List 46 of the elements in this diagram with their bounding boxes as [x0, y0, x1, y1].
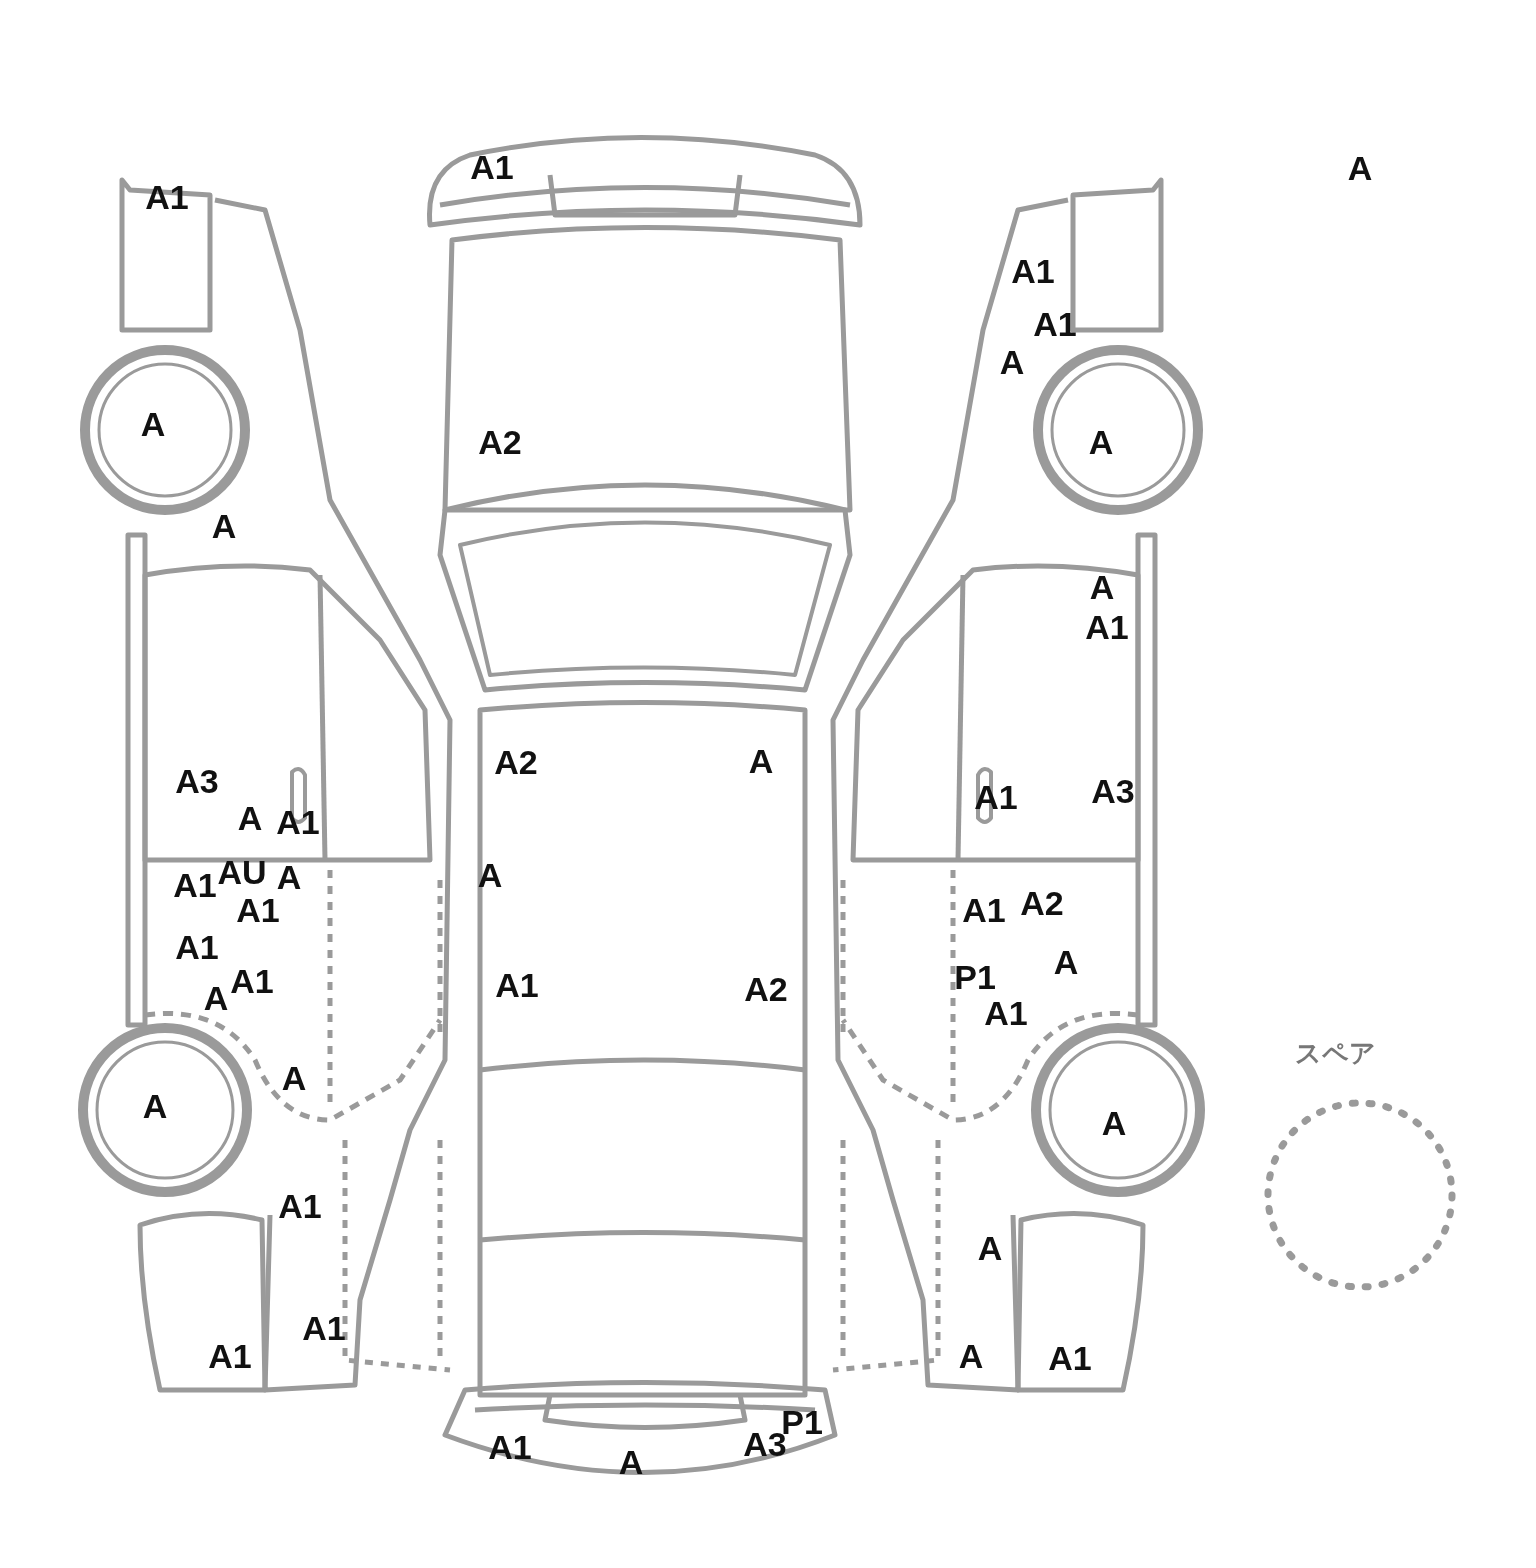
- damage-code: A1: [145, 180, 189, 214]
- damage-code: A1: [276, 805, 320, 839]
- damage-code: A: [142, 1089, 168, 1123]
- damage-code: A1: [173, 868, 217, 902]
- damage-code: A: [1089, 570, 1115, 604]
- damage-code: A3: [1091, 774, 1135, 808]
- damage-code: A1: [302, 1311, 346, 1345]
- damage-code: A: [958, 1339, 984, 1373]
- spare-tire-label: スペア: [1294, 1040, 1376, 1066]
- damage-code: A: [140, 407, 166, 441]
- damage-code: A1: [230, 964, 274, 998]
- damage-code: A: [618, 1445, 644, 1479]
- damage-code: A1: [278, 1189, 322, 1223]
- damage-code: A1: [175, 930, 219, 964]
- damage-code: A: [1101, 1106, 1127, 1140]
- damage-code: A: [748, 744, 774, 778]
- damage-code: A: [1053, 945, 1079, 979]
- damage-code: A: [237, 801, 263, 835]
- damage-code: A1: [1033, 307, 1077, 341]
- damage-code: A2: [494, 745, 538, 779]
- damage-code: A: [211, 509, 237, 543]
- damage-code: A1: [236, 893, 280, 927]
- damage-code: A1: [495, 968, 539, 1002]
- damage-code: A3: [175, 764, 219, 798]
- damage-code: A1: [208, 1339, 252, 1373]
- damage-code: A: [1088, 425, 1114, 459]
- damage-code: A1: [488, 1430, 532, 1464]
- damage-code: A: [477, 858, 503, 892]
- damage-code: A1: [1011, 254, 1055, 288]
- damage-code: A1: [1048, 1341, 1092, 1375]
- damage-code: P1: [954, 960, 996, 994]
- damage-code: A: [276, 860, 302, 894]
- damage-code: A: [281, 1061, 307, 1095]
- damage-code: A1: [962, 893, 1006, 927]
- damage-code: A2: [1020, 886, 1064, 920]
- damage-code: A: [977, 1231, 1003, 1265]
- damage-code: A2: [744, 972, 788, 1006]
- damage-code: A1: [470, 150, 514, 184]
- damage-code: A: [1347, 151, 1373, 185]
- damage-code: A: [203, 981, 229, 1015]
- damage-code: A2: [478, 425, 522, 459]
- damage-code: A1: [974, 780, 1018, 814]
- damage-code: A1: [984, 996, 1028, 1030]
- damage-code: A: [999, 345, 1025, 379]
- damage-code: AU: [217, 855, 267, 889]
- damage-code: A1: [1085, 610, 1129, 644]
